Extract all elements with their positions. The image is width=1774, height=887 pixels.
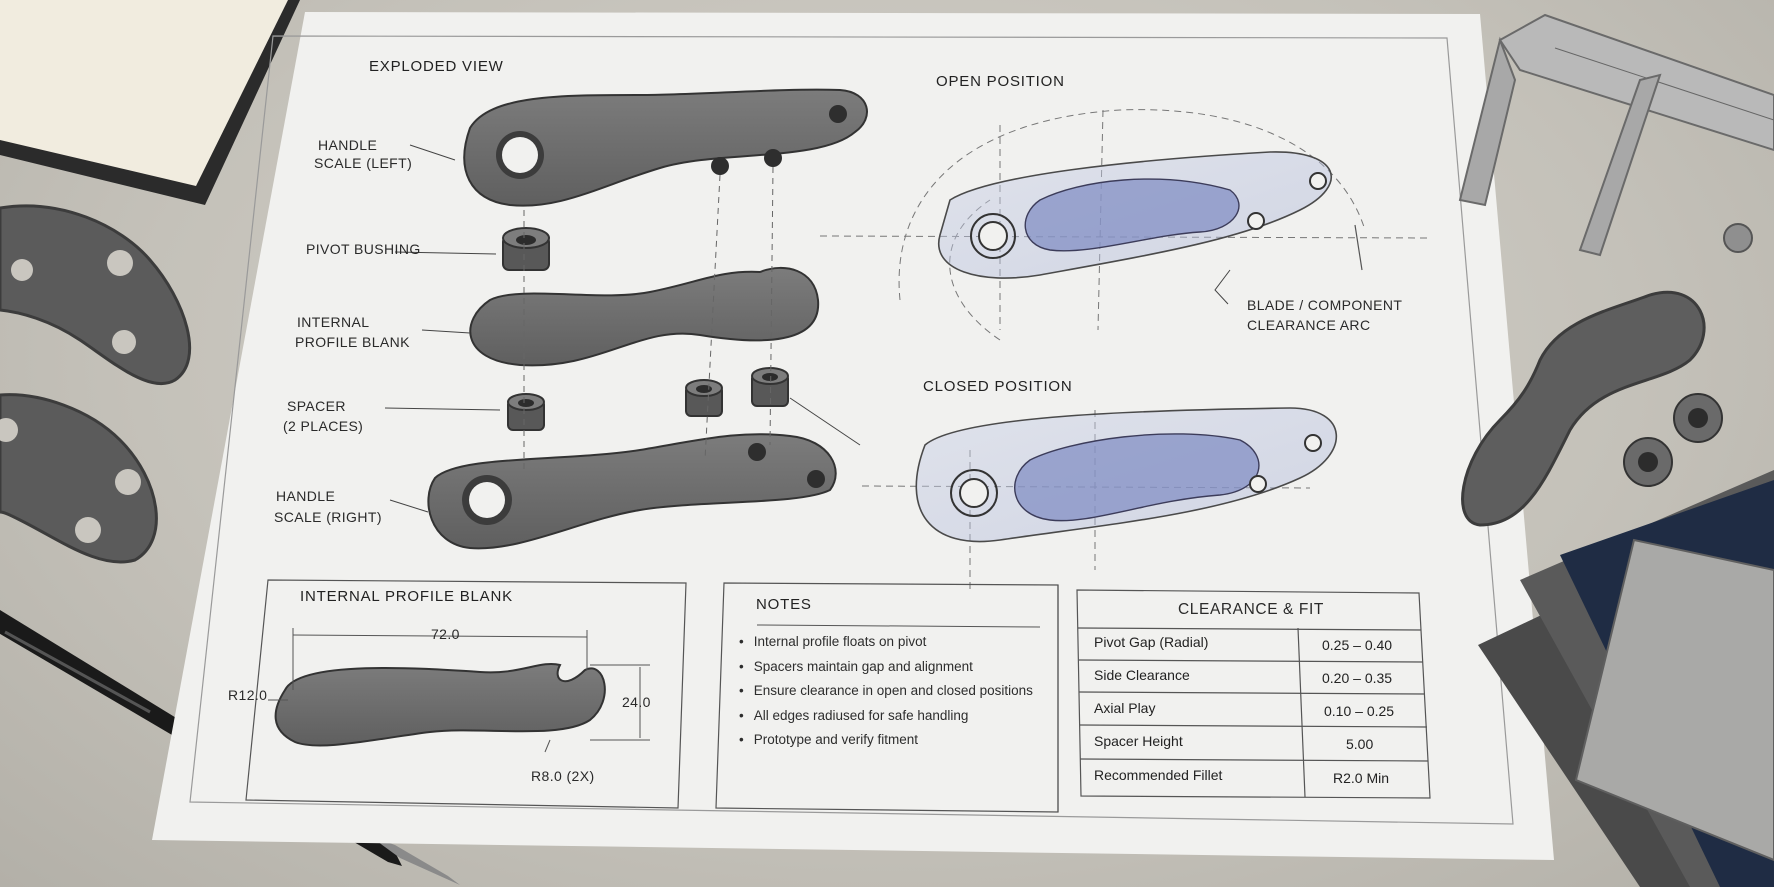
note-item: Spacers maintain gap and alignment — [739, 658, 1033, 683]
notes-title: NOTES — [756, 596, 812, 613]
table-row-label: Recommended Fillet — [1094, 767, 1223, 783]
note-item: Internal profile floats on pivot — [739, 633, 1033, 658]
clearance-table-title: CLEARANCE & FIT — [1178, 601, 1324, 618]
profile-blank-dimensioned — [268, 628, 650, 753]
dim-radius-left: R12.0 — [228, 687, 268, 703]
table-row-label: Axial Play — [1094, 700, 1156, 716]
table-row-value: 0.10 – 0.25 — [1324, 703, 1395, 719]
sandpaper-icon — [1478, 470, 1774, 887]
profile-blank-title: INTERNAL PROFILE BLANK — [300, 588, 513, 605]
exploded-view-title: EXPLODED VIEW — [369, 58, 504, 75]
note-item: All edges radiused for safe handling — [739, 707, 1033, 732]
table-row-label: Spacer Height — [1094, 733, 1183, 749]
clearance-table — [1076, 589, 1431, 799]
closed-position-drawing — [861, 407, 1338, 590]
dim-height: 24.0 — [622, 694, 651, 710]
label-internal-blank-line2: PROFILE BLANK — [295, 334, 410, 350]
open-position-title: OPEN POSITION — [936, 73, 1065, 90]
label-spacer-line2: (2 PLACES) — [283, 418, 364, 434]
label-handle-right-line1: HANDLE — [276, 488, 336, 504]
closed-position-title: CLOSED POSITION — [923, 378, 1073, 395]
label-handle-left-line2: SCALE (LEFT) — [314, 155, 413, 171]
handle-scale-right — [427, 433, 837, 550]
table-row-value: 5.00 — [1346, 736, 1374, 752]
metal-blank-icon — [1461, 290, 1723, 527]
handle-scale-left — [463, 88, 868, 207]
table-row-value: 0.20 – 0.35 — [1322, 670, 1393, 686]
profile-blank-panel — [245, 579, 687, 809]
caliper-icon — [1458, 13, 1774, 257]
spacers — [507, 367, 789, 431]
label-clearance-arc-line1: BLADE / COMPONENT — [1247, 297, 1403, 313]
titanium-part-icon — [0, 204, 192, 564]
dim-radius-notch: R8.0 (2X) — [531, 768, 595, 784]
internal-profile-blank-part — [469, 266, 820, 367]
table-row-label: Side Clearance — [1094, 667, 1190, 683]
table-row-label: Pivot Gap (Radial) — [1094, 634, 1209, 650]
notebook-icon — [0, 0, 300, 205]
pivot-bushing — [502, 227, 550, 271]
dim-length: 72.0 — [431, 626, 460, 642]
note-item: Ensure clearance in open and closed posi… — [739, 682, 1033, 707]
open-position-drawing — [819, 109, 1431, 341]
note-item: Prototype and verify fitment — [739, 731, 1033, 756]
label-clearance-arc-line2: CLEARANCE ARC — [1247, 317, 1371, 333]
label-handle-right-line2: SCALE (RIGHT) — [274, 509, 382, 525]
label-handle-left-line1: HANDLE — [318, 137, 378, 153]
table-row-value: 0.25 – 0.40 — [1322, 637, 1393, 653]
notes-list: Internal profile floats on pivot Spacers… — [739, 633, 1033, 756]
label-internal-blank-line1: INTERNAL — [297, 314, 370, 330]
label-spacer-line1: SPACER — [287, 398, 346, 414]
label-pivot-bushing: PIVOT BUSHING — [306, 241, 421, 257]
table-row-value: R2.0 Min — [1333, 770, 1390, 786]
